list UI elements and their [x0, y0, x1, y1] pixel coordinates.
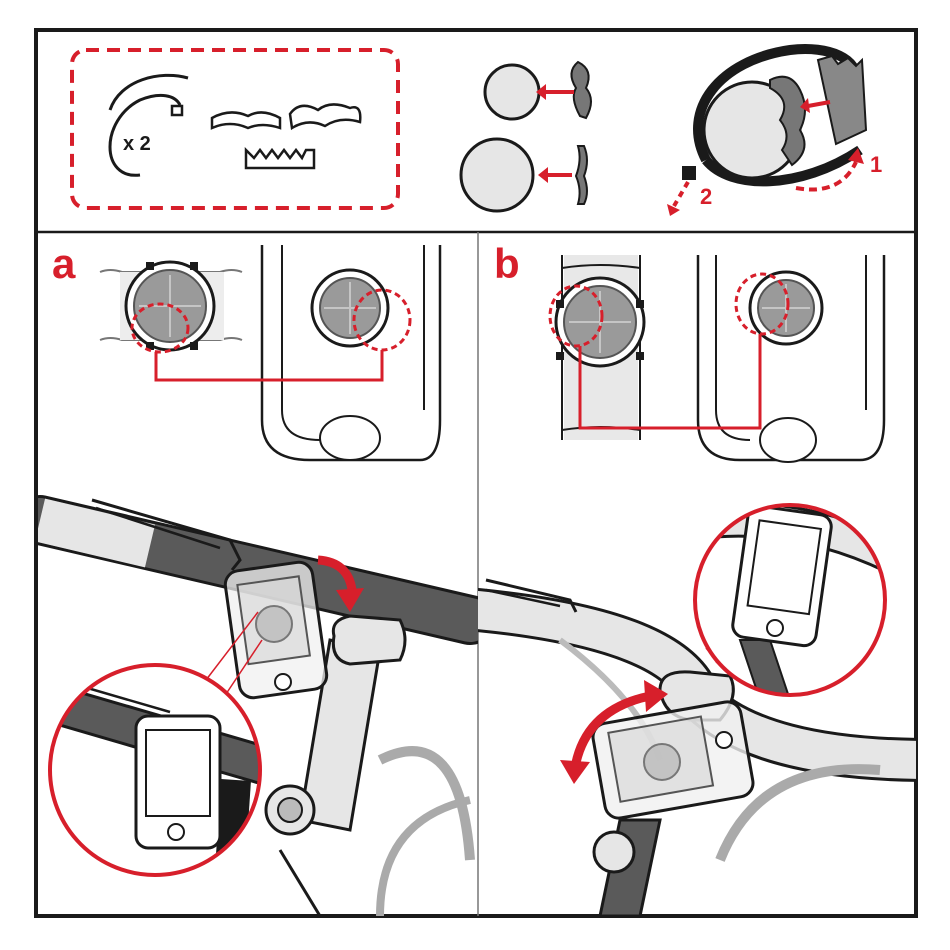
- fork: [280, 850, 320, 916]
- tie-head-icon: [682, 166, 696, 180]
- pull-arrow-icon: [674, 182, 688, 206]
- rubber-pad-icon: [290, 104, 360, 128]
- tube-size-guide: [461, 62, 591, 211]
- sensor-on-tube: [100, 262, 242, 352]
- orientation-connector: [156, 350, 382, 380]
- device-mounted-landscape: [591, 700, 755, 821]
- thick-tube-icon: [461, 139, 533, 211]
- device-back-view: [262, 245, 440, 460]
- stem-clamp: [333, 616, 405, 664]
- step-2-label: 2: [700, 184, 712, 209]
- panel-a-label: a: [52, 240, 76, 287]
- device-back-view: [698, 255, 884, 462]
- cable-tie-icon: [110, 75, 188, 175]
- sensor-on-tube: [550, 255, 644, 440]
- kit-contents-box: x 2: [72, 50, 398, 208]
- arrow-icon: [808, 102, 830, 106]
- step-1-label: 1: [870, 152, 882, 177]
- panel-b-label: b: [494, 240, 520, 287]
- rubber-pad-icon: [212, 112, 280, 128]
- mount-base-icon: [246, 150, 314, 168]
- magnifier-b: [680, 505, 900, 700]
- pad-side-icon: [576, 146, 587, 204]
- tie-assembly: 1 2: [667, 49, 882, 216]
- mount-icon: [818, 56, 866, 144]
- quantity-label: x 2: [123, 133, 151, 155]
- thin-tube-icon: [485, 65, 539, 119]
- stem-bolt: [594, 832, 634, 872]
- pad-side-icon: [571, 62, 591, 118]
- device-mounted-portrait: [224, 560, 329, 699]
